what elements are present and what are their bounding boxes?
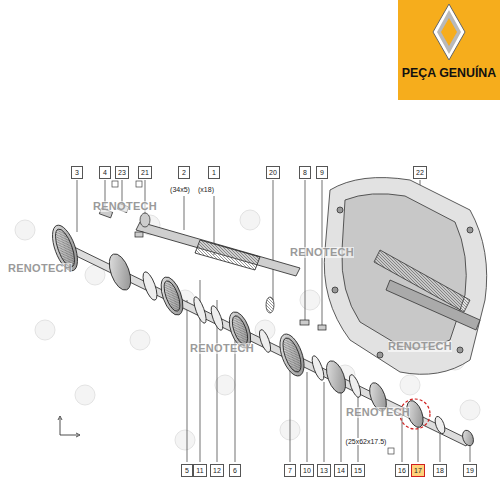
dimension-label: (x18) <box>197 186 215 193</box>
watermark: RENOTECH <box>346 407 410 418</box>
callout-number: 9 <box>316 166 328 179</box>
callout-number: 8 <box>299 166 311 179</box>
callout-number: 22 <box>413 166 427 179</box>
callout-number: 11 <box>193 464 206 477</box>
callout-number: 16 <box>395 464 409 477</box>
callout-number: 19 <box>463 464 477 477</box>
callout-number: 23 <box>115 166 129 179</box>
callout-number: 2 <box>178 166 190 179</box>
dimension-label: (25x62x17.5) <box>345 438 388 445</box>
callout-number: 4 <box>99 166 111 179</box>
genuine-part-badge: PEÇA GENUÍNA <box>398 0 500 100</box>
dimension-label: (34x5) <box>169 186 191 193</box>
callout-number: 13 <box>317 464 331 477</box>
callout-number: 10 <box>300 464 314 477</box>
callout-number: 3 <box>71 166 83 179</box>
watermark: RENOTECH <box>190 343 254 354</box>
callout-number: 21 <box>138 166 152 179</box>
callout-number: 12 <box>210 464 224 477</box>
watermark: RENOTECH <box>388 341 452 352</box>
watermark: RENOTECH <box>8 263 72 274</box>
callout-number: 7 <box>284 464 296 477</box>
callout-number: 15 <box>351 464 365 477</box>
callout-number: 17 <box>411 464 425 477</box>
callout-number: 6 <box>229 464 241 477</box>
brand-logo <box>419 2 479 62</box>
callout-number: 20 <box>266 166 280 179</box>
watermark: RENOTECH <box>290 247 354 258</box>
callout-number: 1 <box>208 166 220 179</box>
callout-number: 18 <box>433 464 447 477</box>
watermark: RENOTECH <box>93 201 157 212</box>
callout-number: 14 <box>334 464 348 477</box>
badge-text: PEÇA GENUÍNA <box>398 66 500 80</box>
callout-number: 5 <box>181 464 193 477</box>
